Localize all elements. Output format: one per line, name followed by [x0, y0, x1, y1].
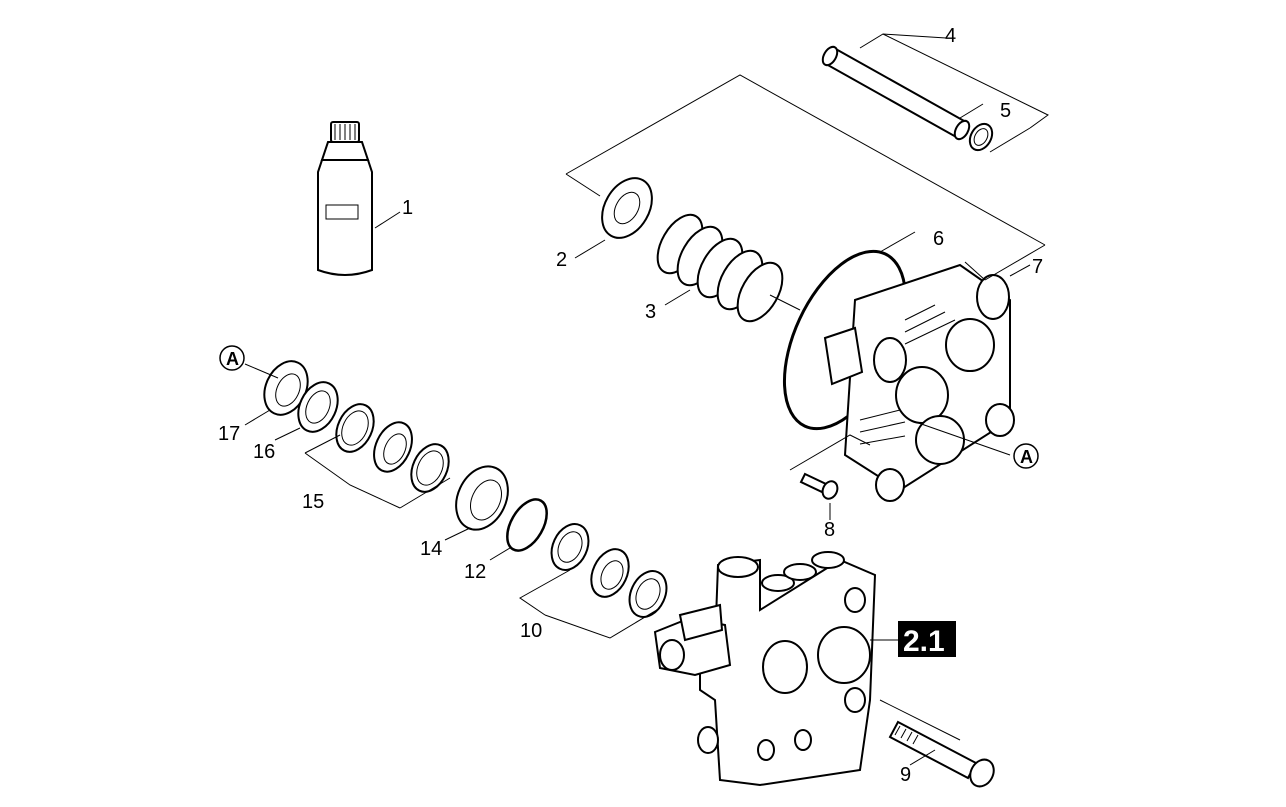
marker-a-left: A: [219, 345, 245, 371]
part-4-tube[interactable]: [820, 44, 972, 141]
callout-4: 4: [945, 25, 956, 47]
callout-1: 1: [402, 197, 413, 219]
callout-10: 10: [520, 620, 542, 642]
part-5-ring[interactable]: [965, 120, 996, 154]
part-14-seal-housing[interactable]: [446, 458, 517, 538]
marker-a-right: A: [1013, 443, 1039, 469]
part-3-spring[interactable]: [648, 207, 791, 328]
callout-9: 9: [900, 764, 911, 786]
callout-16: 16: [253, 441, 275, 463]
reference-box-2-1[interactable]: 2.1: [898, 621, 956, 658]
marker-a-left-text: A: [226, 349, 239, 369]
callout-2: 2: [556, 249, 567, 271]
callout-14: 14: [420, 538, 442, 560]
part-16-washer[interactable]: [291, 376, 346, 438]
pump-body[interactable]: [653, 551, 877, 787]
callout-labels: 1 2 3 4 5 6 7 8 9 10 12 14 15 16 17: [218, 25, 1043, 786]
part-8-screw[interactable]: [799, 472, 840, 501]
part-15-seal-set[interactable]: [329, 398, 456, 498]
callout-17: 17: [218, 423, 240, 445]
reference-label: 2.1: [903, 625, 945, 658]
callout-15: 15: [302, 491, 324, 513]
part-10-seal-set[interactable]: [544, 518, 673, 623]
part-9-bolt[interactable]: [888, 720, 998, 791]
callout-5: 5: [1000, 100, 1011, 122]
part-1-oil-bottle[interactable]: [317, 121, 373, 276]
callout-12: 12: [464, 561, 486, 583]
leader-lines: [244, 33, 1049, 766]
callout-7: 7: [1032, 256, 1043, 278]
callout-6: 6: [933, 228, 944, 250]
marker-a-right-text: A: [1020, 447, 1033, 467]
part-7-housing[interactable]: [823, 263, 1015, 502]
part-12-o-ring[interactable]: [499, 493, 555, 557]
callout-8: 8: [824, 519, 835, 541]
callout-3: 3: [645, 301, 656, 323]
part-2-washer[interactable]: [592, 169, 662, 246]
